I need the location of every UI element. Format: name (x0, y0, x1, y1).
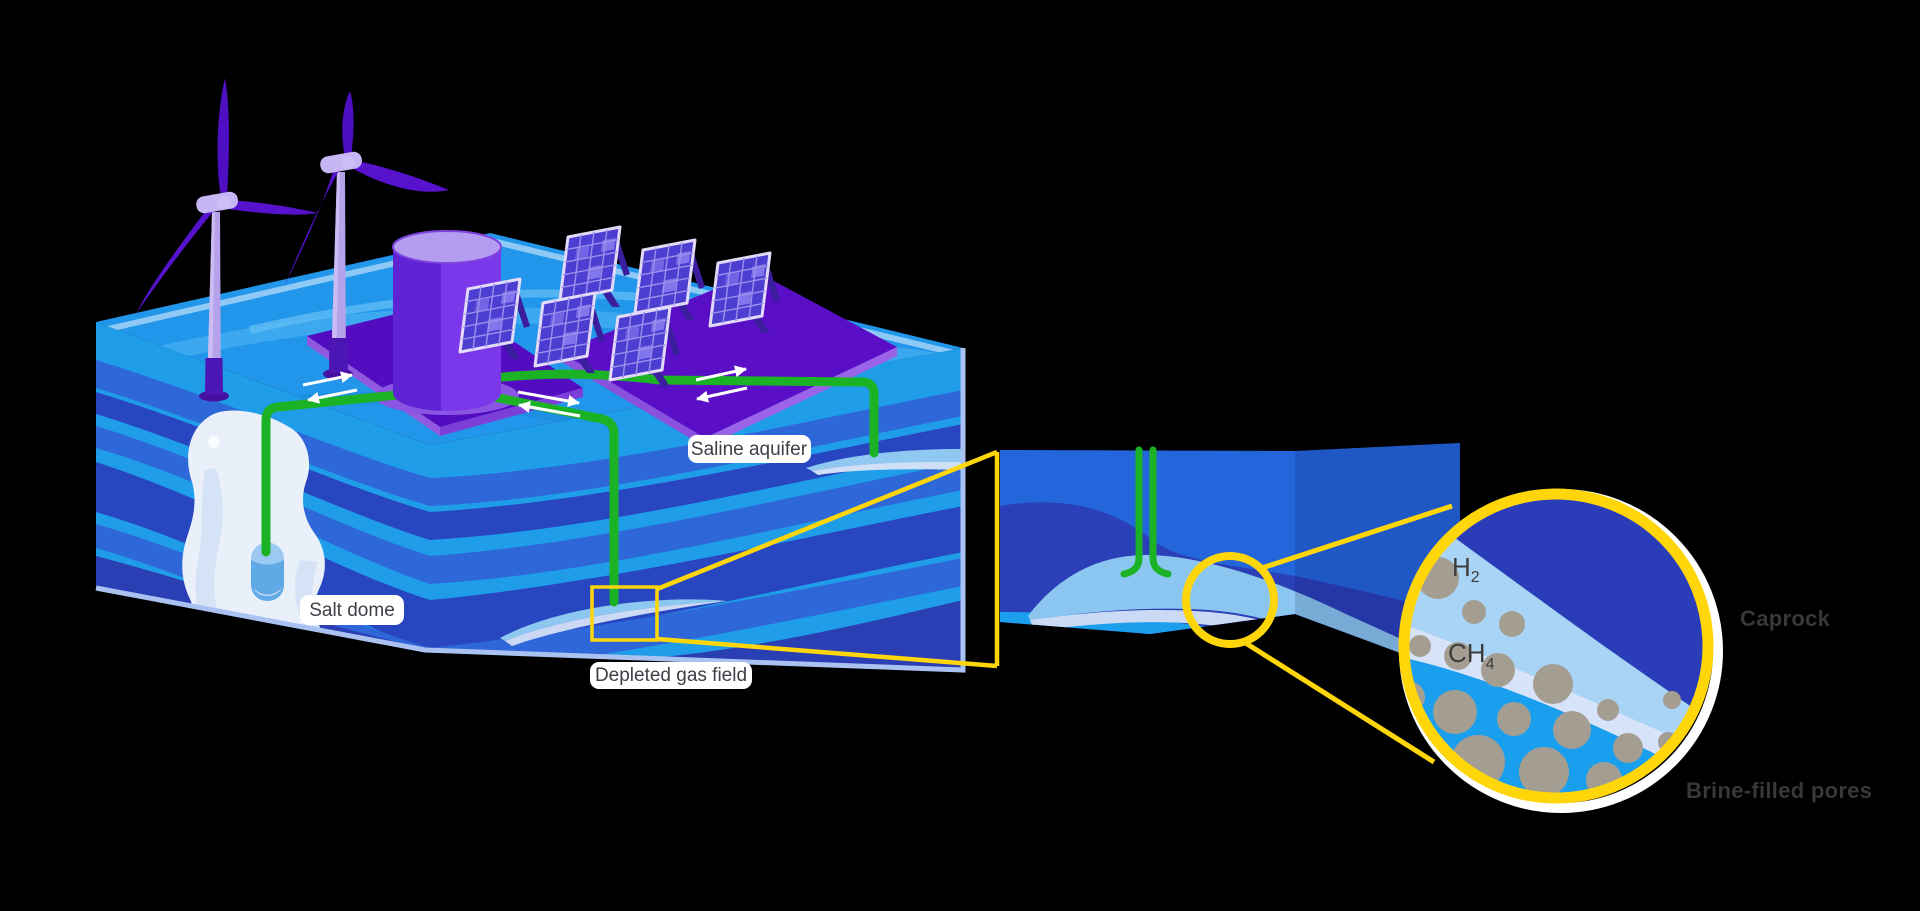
svg-text:Salt dome: Salt dome (309, 600, 395, 621)
zoom-bracket (656, 449, 1000, 669)
h2-zone (1404, 530, 1702, 742)
zoom-rectangle (590, 585, 659, 642)
pipe-to-gas-field (450, 384, 619, 607)
flow-arrows (302, 365, 748, 418)
magnifier-circle (1398, 488, 1714, 804)
arrow-right-icon (302, 371, 353, 387)
wind-turbine-1 (136, 78, 318, 402)
block-edge-rim (95, 348, 966, 673)
depleted-gas-field-label: Depleted gas field (590, 662, 752, 689)
arrow-right-icon (695, 365, 747, 382)
svg-text:Saline aquifer: Saline aquifer (691, 439, 808, 460)
slab-wells (1120, 446, 1172, 578)
cross-section-slab (1000, 443, 1460, 675)
pipe-to-salt-cavern (261, 386, 442, 557)
brine-filled-pores-label: Brine-filled pores (1686, 778, 1872, 803)
slab-gas-dome (1028, 554, 1452, 675)
arrow-right-icon (517, 390, 580, 407)
saline-aquifer-lens (806, 449, 963, 475)
magnifier-connector-lines (1242, 503, 1453, 765)
saline-aquifer-label: Saline aquifer (688, 435, 811, 463)
arrow-left-icon (696, 386, 748, 403)
svg-text:Depleted gas field: Depleted gas field (595, 665, 747, 686)
caprock-label: Caprock (1740, 606, 1831, 631)
ch4-label: CH4 (1448, 638, 1495, 673)
wind-turbine-2 (284, 91, 449, 380)
h2-label: H2 (1452, 552, 1480, 586)
arrow-left-icon (307, 388, 358, 404)
depleted-gas-field-lens (500, 599, 727, 646)
pipe-to-aquifer (463, 369, 879, 458)
hydrogen-pipes (261, 369, 879, 607)
magnifier-small-circle (1182, 552, 1278, 648)
salt-dome-label: Salt dome (300, 595, 404, 625)
arrow-left-icon (518, 401, 581, 418)
